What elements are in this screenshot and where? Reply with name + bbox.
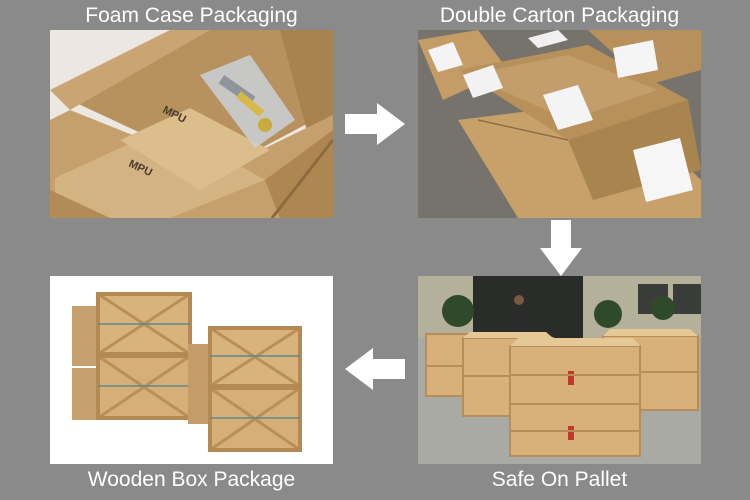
double-carton-photo bbox=[418, 30, 701, 218]
arrow-right-icon bbox=[345, 103, 405, 145]
caption-foam-case: Foam Case Packaging bbox=[85, 4, 298, 27]
wooden-box-photo bbox=[50, 276, 333, 464]
caption-double-carton: Double Carton Packaging bbox=[439, 4, 680, 27]
safe-on-pallet-photo bbox=[418, 276, 701, 464]
foam-case-photo: MPU MPU bbox=[50, 30, 333, 218]
arrow-left-icon bbox=[345, 348, 405, 390]
caption-wooden-box: Wooden Box Package bbox=[87, 468, 296, 491]
caption-safe-pallet: Safe On Pallet bbox=[491, 468, 628, 491]
arrow-down-icon bbox=[540, 220, 582, 276]
